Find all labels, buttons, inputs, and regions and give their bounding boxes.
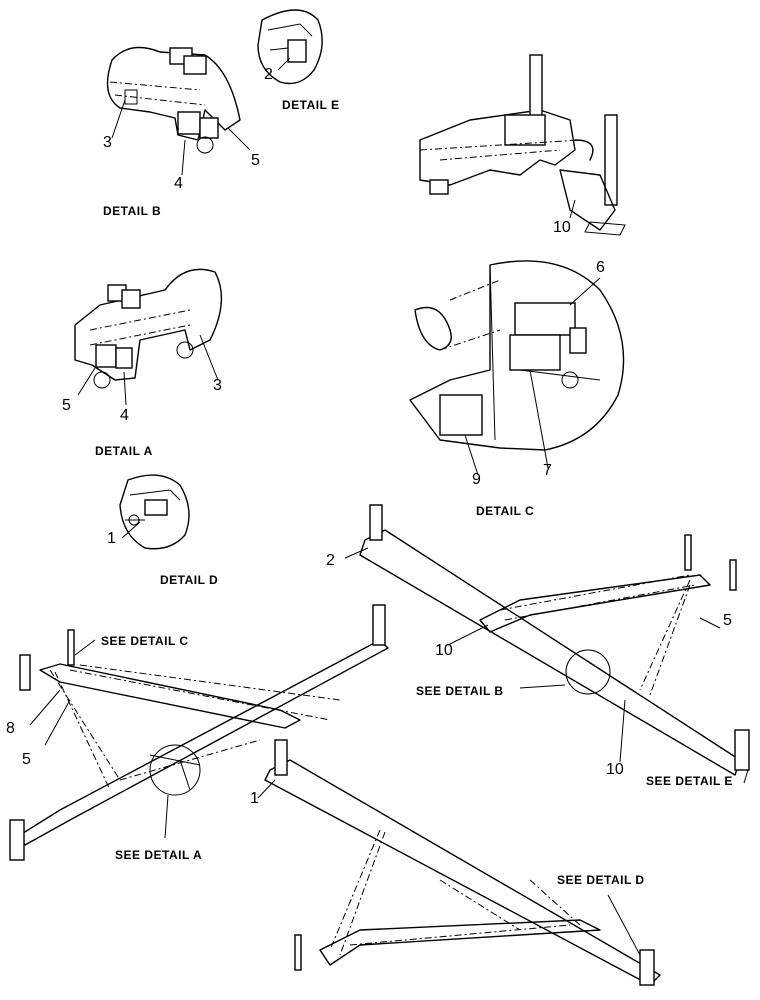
part-number-3-detail-b: 3 bbox=[103, 134, 112, 151]
part-number-1-detail-d: 1 bbox=[107, 530, 116, 547]
main-frame-bottom bbox=[257, 739, 661, 986]
part-number-7-detail-c: 7 bbox=[543, 462, 552, 479]
part-number-10-hitch: 10 bbox=[553, 219, 571, 236]
detail-a-view bbox=[74, 268, 223, 406]
part-number-3-detail-a: 3 bbox=[213, 377, 222, 394]
part-number-4-detail-b: 4 bbox=[174, 175, 183, 192]
part-number-5-main-left: 5 bbox=[22, 751, 31, 768]
main-frame-right bbox=[344, 504, 750, 784]
see-detail-e-callout: SEE DETAIL E bbox=[646, 774, 733, 788]
part-number-10-main-right: 10 bbox=[606, 761, 624, 778]
detail-d-title: DETAIL D bbox=[160, 573, 219, 587]
see-detail-b-callout: SEE DETAIL B bbox=[416, 684, 504, 698]
part-number-2-main: 2 bbox=[326, 552, 335, 569]
detail-c-view bbox=[409, 260, 625, 476]
main-frame-left bbox=[9, 604, 389, 861]
detail-c-title: DETAIL C bbox=[476, 504, 535, 518]
part-number-4-detail-a: 4 bbox=[120, 407, 129, 424]
part-number-10-main-left: 10 bbox=[435, 642, 453, 659]
part-number-1-main: 1 bbox=[250, 790, 259, 807]
part-number-8-main: 8 bbox=[6, 720, 15, 737]
part-number-2-detail-e: 2 bbox=[264, 66, 273, 83]
detail-e-view bbox=[257, 9, 323, 85]
detail-b-view bbox=[106, 46, 251, 176]
detail-b-title: DETAIL B bbox=[103, 204, 162, 218]
part-number-5-main-right: 5 bbox=[723, 612, 732, 629]
hitch-detail-view bbox=[419, 54, 626, 236]
see-detail-d-callout: SEE DETAIL D bbox=[557, 873, 645, 887]
detail-a-title: DETAIL A bbox=[95, 444, 153, 458]
part-number-9-detail-c: 9 bbox=[472, 471, 481, 488]
see-detail-a-callout: SEE DETAIL A bbox=[115, 848, 203, 862]
part-number-5-detail-b: 5 bbox=[251, 152, 260, 169]
detail-d-view bbox=[119, 474, 190, 550]
see-detail-c-callout: SEE DETAIL C bbox=[101, 634, 189, 648]
part-number-6-detail-c: 6 bbox=[596, 259, 605, 276]
detail-e-title: DETAIL E bbox=[282, 98, 340, 112]
part-number-5-detail-a: 5 bbox=[62, 397, 71, 414]
